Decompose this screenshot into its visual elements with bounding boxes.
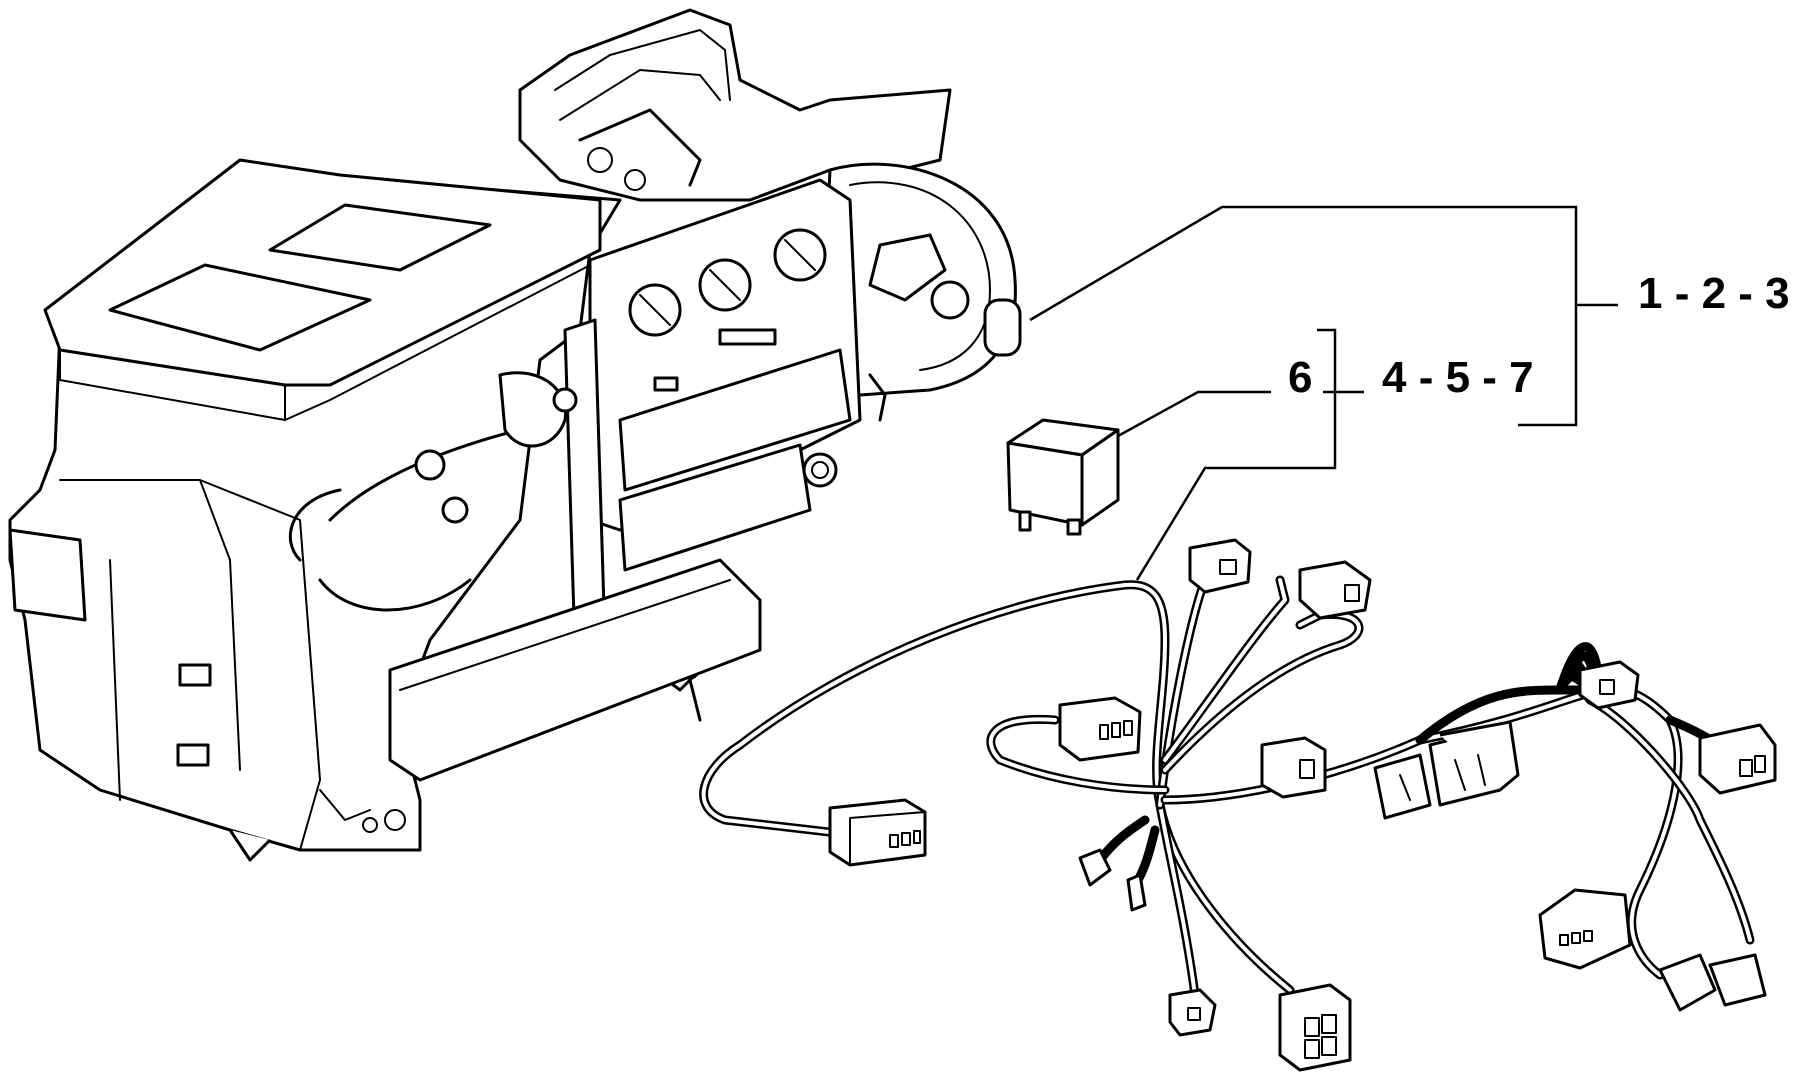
callout-4-5-7: 4 - 5 - 7 [1382,353,1534,402]
connector-bottom-center [1278,983,1352,1072]
upper-casing [518,8,952,202]
relay-pin-left [1018,510,1032,532]
lower-duct [388,558,762,782]
relay [1006,418,1120,536]
pigtail-terminal-left [1078,848,1112,887]
connector-mid-right [1260,736,1327,799]
connector-bottom-right-block [1538,888,1632,970]
connector-mid-left [1058,696,1142,762]
side-clip-upper [178,663,212,687]
connector-bottom-small [1168,988,1217,1037]
side-clip-lower [176,743,210,767]
connector-right-upper [1578,660,1640,710]
indicator-slot [718,328,777,346]
connector-left-main [828,798,927,867]
connector-top-b [1298,560,1372,620]
connector-top-a [1188,538,1252,594]
connector-far-right [1698,723,1777,795]
heater-unit-assembly [8,8,1022,862]
connector-double-block [1373,720,1520,820]
left-vent [8,528,87,622]
leader-lines [1029,205,1618,581]
wiring-harness [699,538,1777,1072]
callout-1-2-3: 1 - 2 - 3 [1638,269,1790,318]
connector-angled-pair [1658,953,1767,1012]
mount-hole [802,452,838,488]
pigtail-terminal-right [1126,873,1147,912]
relay-pin-right [1066,518,1082,536]
leader-6 [1117,328,1337,581]
leader-1-2-3 [1029,205,1618,427]
callout-6: 6 [1288,353,1312,402]
